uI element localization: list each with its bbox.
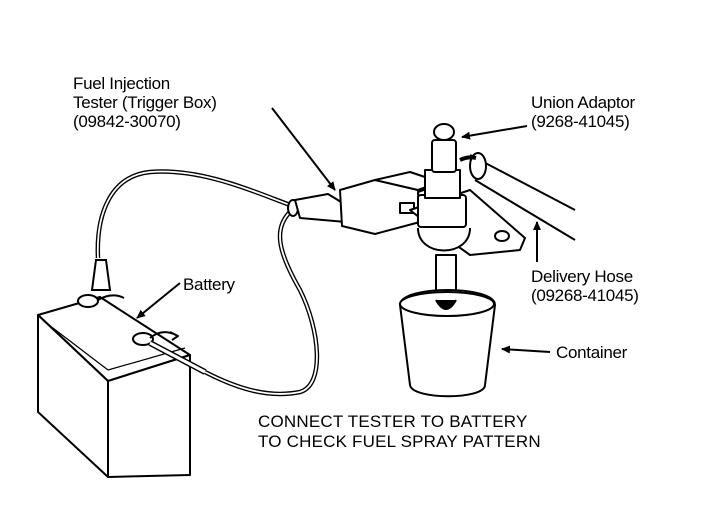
caption-line2: TO CHECK FUEL SPRAY PATTERN <box>258 432 541 451</box>
label-delivery-hose-part-number: (09268-41045) <box>531 286 639 305</box>
label-container-line1: Container <box>556 343 628 362</box>
negative-lead <box>148 210 320 397</box>
label-container: Container <box>556 343 627 362</box>
caption: CONNECT TESTER TO BATTERY TO CHECK FUEL … <box>258 412 541 452</box>
battery-illustration <box>37 294 191 478</box>
label-battery-line1: Battery <box>183 275 235 294</box>
positive-lead <box>90 169 291 291</box>
delivery-hose <box>459 152 576 241</box>
label-delivery-hose-line1: Delivery Hose <box>531 267 633 286</box>
battery-arrow <box>136 282 181 319</box>
caption-line1: CONNECT TESTER TO BATTERY <box>258 412 528 431</box>
label-tester: Fuel Injection Tester (Trigger Box) (098… <box>73 74 217 131</box>
leader-arrows <box>136 107 551 354</box>
label-tester-line2: Tester (Trigger Box) <box>73 93 217 112</box>
label-tester-line1: Fuel Injection <box>73 74 170 93</box>
injector-assembly <box>409 123 526 301</box>
label-union-adaptor-line1: Union Adaptor <box>531 93 635 112</box>
label-union-adaptor-part-number: (9268-41045) <box>531 112 630 131</box>
container <box>398 289 497 398</box>
label-union-adaptor: Union Adaptor (9268-41045) <box>531 93 635 131</box>
label-battery: Battery <box>183 275 235 294</box>
union-adaptor-arrow <box>461 125 528 140</box>
label-delivery-hose: Delivery Hose (09268-41045) <box>531 267 639 305</box>
label-tester-part-number: (09842-30070) <box>73 112 181 131</box>
container-arrow <box>501 345 551 354</box>
tester-arrow <box>271 107 336 191</box>
